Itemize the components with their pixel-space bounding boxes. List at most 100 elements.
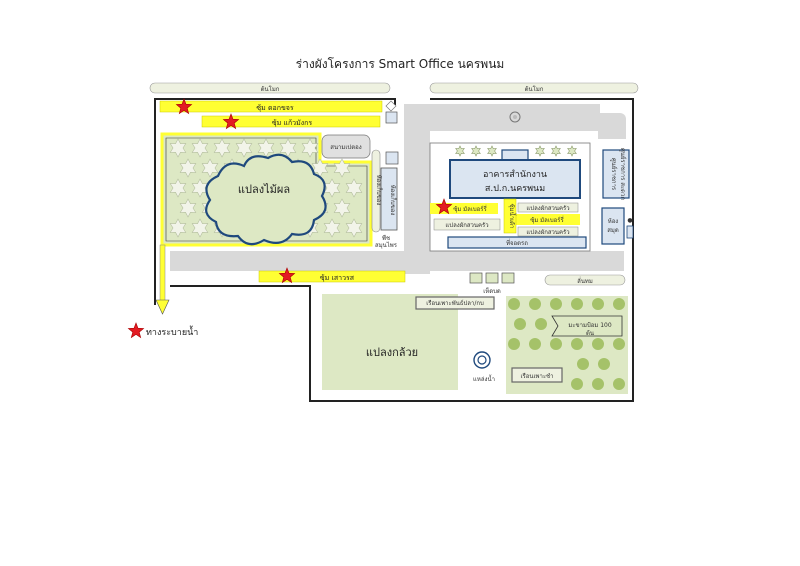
office-label-2: ส.ป.ก.นครพนม	[485, 184, 545, 194]
office-tree-icon	[487, 145, 497, 157]
orchard-tree-icon	[613, 338, 625, 350]
red-star-markers	[127, 98, 453, 339]
office-building	[449, 159, 581, 199]
tree-star-icon	[323, 218, 341, 238]
fruit-plot-label: แปลงไม้ผล	[238, 183, 290, 196]
road-top-right	[429, 82, 639, 94]
mahogany-banner	[551, 315, 623, 337]
orchard-tree-icon	[529, 338, 541, 350]
right-road	[544, 274, 626, 286]
orchard-tree-icon	[577, 358, 589, 370]
mahogany-label-a: มะขามป้อม 100	[568, 322, 612, 329]
veg-plot-2-label: แปลงผักสวนครัว	[445, 222, 488, 229]
office-entrance	[501, 149, 529, 161]
orchard-tree-icon	[613, 298, 625, 310]
plot-4-label: ซุ้ม มัลเบอร์รี่	[530, 216, 564, 224]
right-building-1-label-a: ศูนย์ราชการ	[610, 158, 618, 191]
orchard-tree-icon	[550, 338, 562, 350]
side-building-1	[380, 167, 398, 231]
mushroom-house-label: เห็ดบด	[483, 286, 501, 295]
side-building-1-label: ห้องเก็บของ	[389, 185, 398, 216]
office-label-1: อาคารสำนักงาน	[483, 169, 547, 180]
tree-star-icon	[169, 138, 187, 158]
orchard-tree-icon	[571, 378, 583, 390]
plot-vertical	[503, 198, 517, 234]
office-tree-icon	[455, 145, 465, 157]
right-building-2	[601, 207, 625, 245]
plot-vertical-label: ซุ้มน้ำเต้า	[508, 204, 518, 229]
orchard-tree-icon	[508, 338, 520, 350]
office-tree-icon	[535, 145, 545, 157]
water-source-label: แหล่งน้ำ	[473, 373, 495, 383]
right-building-2-label-a: ห้อง	[608, 218, 619, 225]
banana-plot-label: แปลงกล้วย	[366, 346, 418, 359]
right-small-mark: ●	[627, 217, 632, 224]
veg-plot-3-label: แปลงผักสวนครัว	[526, 229, 569, 236]
fruit-plot-cloud	[205, 153, 327, 246]
road-inner-main	[170, 251, 624, 271]
tree-star-icon	[179, 158, 197, 178]
seedling-house	[415, 296, 495, 310]
side-building-2-label: ห้องเก็บของ	[375, 175, 384, 206]
banana-plot	[322, 294, 458, 390]
mushroom-house-2	[485, 272, 499, 284]
red-star-icon	[435, 198, 453, 215]
plot-3	[430, 203, 498, 214]
red-star-icon	[175, 98, 193, 115]
road-top-right-label: ต้นโมก	[525, 85, 544, 93]
plot-5	[258, 270, 406, 283]
orchard-tree-icon	[550, 298, 562, 310]
right-building-1-label: ศูนย์ราชการ สะดวก	[619, 148, 627, 200]
drainage-channel	[159, 244, 166, 306]
tree-star-icon	[235, 138, 253, 158]
nursery-house-label: เรือนเพาะชำ	[520, 372, 553, 380]
tree-star-icon	[191, 218, 209, 238]
plan-title: ร่างผังโครงการ Smart Office นครพนม	[296, 57, 505, 71]
office-trees	[455, 145, 577, 157]
roundabout-icon	[509, 111, 521, 123]
right-building-1	[602, 149, 630, 199]
plot-3-label: ซุ้ม มัลเบอร์รี่	[453, 205, 487, 213]
veg-plot-1	[517, 202, 579, 213]
herb-garden-label-2: สมุนไพร	[375, 241, 398, 249]
orchard-tree-icon	[571, 298, 583, 310]
parking-area	[447, 236, 587, 249]
side-strip	[371, 149, 381, 233]
plot-2-label: ซุ้ม แก้วมังกร	[272, 119, 313, 127]
mahogany-label-b: ต้น	[586, 330, 594, 337]
parking-label: ที่จอดรถ	[506, 239, 528, 247]
fruit-plot-inner	[165, 137, 368, 242]
side-box	[385, 151, 399, 165]
plot-1	[159, 100, 383, 113]
orchard-tree-icon	[529, 298, 541, 310]
boundary-left	[154, 98, 396, 305]
herb-garden-label: พืช	[382, 234, 390, 242]
orchard-tree-icon	[508, 298, 520, 310]
road-top-left	[149, 82, 391, 94]
road-inner-turn	[598, 113, 626, 139]
red-star-icon	[222, 113, 240, 130]
petanque-area	[321, 134, 371, 159]
mushroom-house-3	[501, 272, 515, 284]
orchard-tree-icon	[613, 378, 625, 390]
plot-1-label: ซุ้ม ดอกขจร	[256, 104, 293, 112]
tree-star-icon	[333, 158, 351, 178]
water-source-inner-icon	[477, 355, 487, 365]
tree-star-icon	[191, 138, 209, 158]
road-top-left-label: ต้นโมก	[261, 85, 280, 93]
marker-diamond-icon	[385, 100, 397, 112]
road-inner-left	[404, 104, 430, 274]
mushroom-house-1	[469, 272, 483, 284]
orchard-tree-icon	[592, 298, 604, 310]
orchard-tree-icon	[592, 338, 604, 350]
orchard-trees	[508, 298, 625, 390]
orchard-tree-icon	[571, 338, 583, 350]
office-tree-icon	[551, 145, 561, 157]
boundary-right	[170, 98, 634, 402]
red-star-icon	[278, 267, 296, 284]
tree-star-icon	[201, 158, 219, 178]
orchard-tree-icon	[592, 378, 604, 390]
right-building-2-label: สมุด	[607, 227, 619, 234]
small-box	[385, 111, 398, 124]
